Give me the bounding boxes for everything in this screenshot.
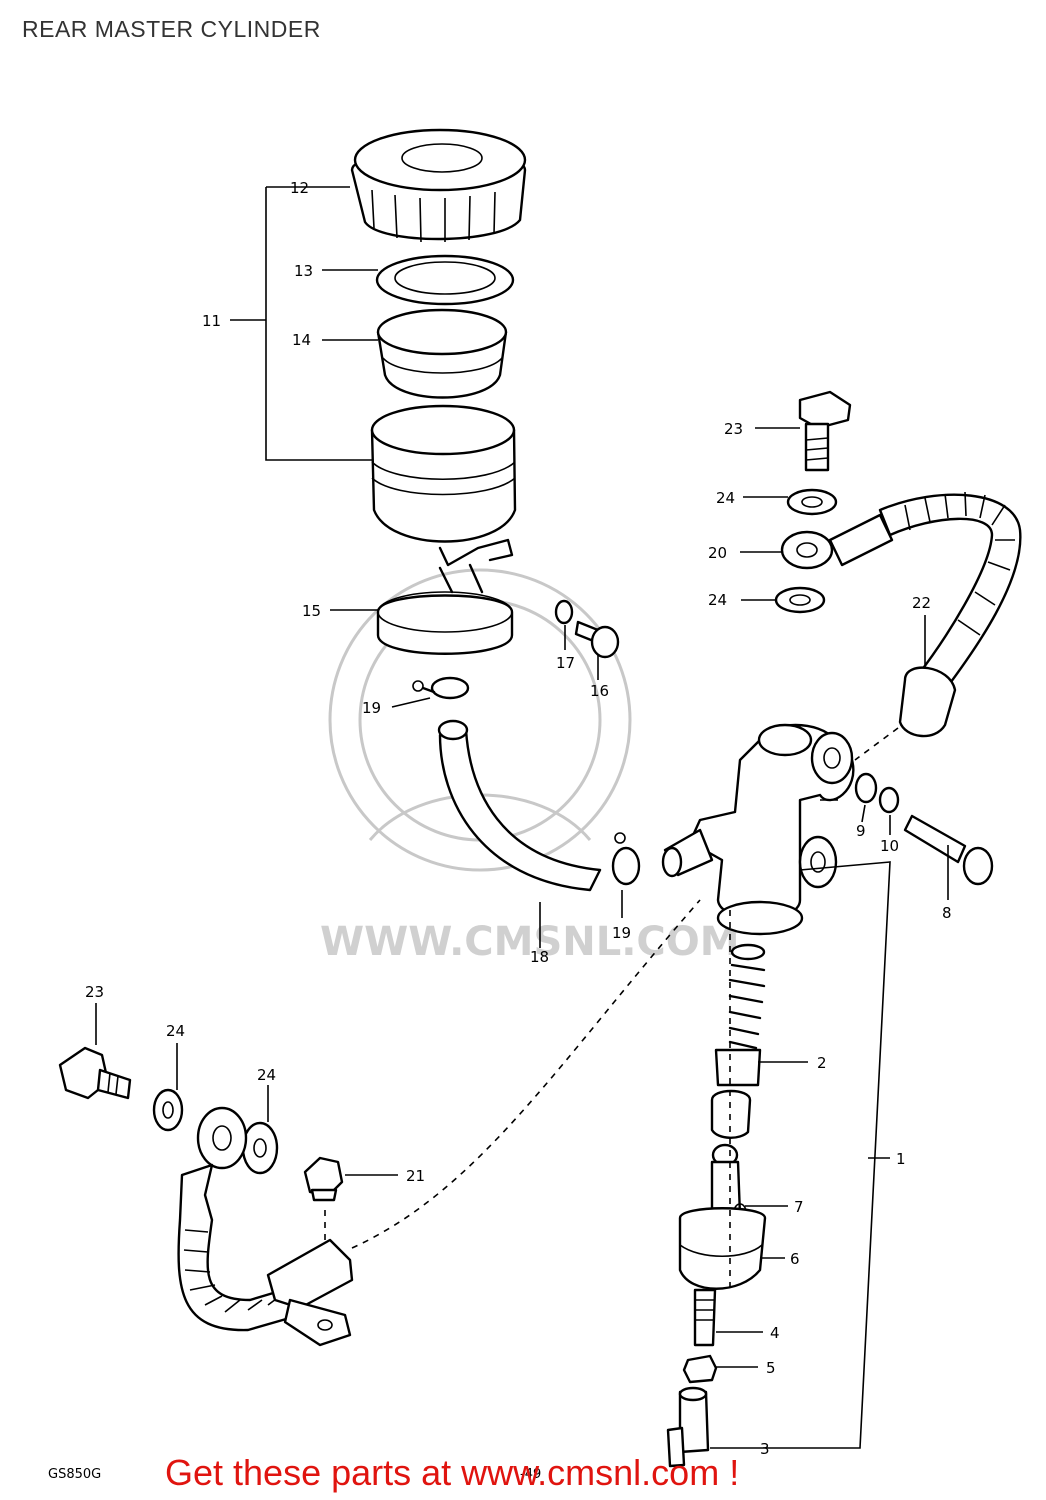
callout-1: 1: [896, 1150, 906, 1168]
part-22-upper-brake-hose: [878, 491, 1022, 738]
callout-24-c: 24: [166, 1022, 185, 1040]
part-15-bracket-band: [376, 563, 514, 655]
part-11-reservoir-body: [370, 404, 517, 567]
part-14-diaphragm: [376, 308, 508, 399]
callout-10: 10: [880, 837, 899, 855]
part-12-reservoir-cap: [350, 128, 527, 243]
part-2-piston-cup: [710, 1048, 762, 1139]
callout-20: 20: [708, 544, 727, 562]
part-19-clamp-upper: [412, 676, 470, 700]
part-8-mounting-bolt: [903, 814, 994, 886]
callout-7: 7: [794, 1198, 804, 1216]
part-9-washer: [854, 772, 878, 804]
callout-24-d: 24: [257, 1066, 276, 1084]
callout-5: 5: [766, 1359, 776, 1377]
callout-16: 16: [590, 682, 609, 700]
part-3-clevis: [666, 1386, 710, 1468]
callout-8: 8: [942, 904, 952, 922]
watermark-text: WWW.CMSNL.COM: [320, 919, 740, 965]
callout-18: 18: [530, 948, 549, 966]
callout-22: 22: [912, 594, 931, 612]
callout-labels: 12 13 14 11 15 17 16 19 18 19 23 24 20 2…: [85, 179, 952, 1458]
callout-19-lower: 19: [612, 924, 631, 942]
callout-23-lower: 23: [85, 983, 104, 1001]
callout-24-b: 24: [708, 591, 727, 609]
callout-15: 15: [302, 602, 321, 620]
page-number: -49: [520, 1467, 541, 1482]
part-19-clamp-lower: [611, 832, 641, 886]
buy-parts-link[interactable]: Get these parts at www.cmsnl.com !: [165, 1452, 740, 1493]
part-17-washer: [554, 599, 574, 625]
hose-routing-line: [351, 899, 701, 1249]
part-13-diaphragm-plate: [375, 254, 515, 306]
part-23-banjo-bolt-lower: [58, 1046, 132, 1100]
part-24-washer-c: [152, 1088, 184, 1132]
callout-23-upper: 23: [724, 420, 743, 438]
callout-13: 13: [294, 262, 313, 280]
part-5-nut: [682, 1354, 718, 1384]
callout-12: 12: [290, 179, 309, 197]
callout-21: 21: [406, 1167, 425, 1185]
callout-14: 14: [292, 331, 311, 349]
callout-6: 6: [790, 1250, 800, 1268]
part-1-master-cylinder-body: [661, 723, 855, 936]
part-7-piston: [710, 1143, 747, 1221]
part-24-washer-b: [774, 586, 826, 614]
spring: [728, 943, 766, 1050]
part-24-washer-d: [241, 1121, 279, 1175]
part-4-push-rod: [693, 1288, 717, 1347]
part-21-lower-brake-hose: [177, 1106, 354, 1347]
callout-4: 4: [770, 1324, 780, 1342]
part-6-boot: [678, 1207, 767, 1290]
part-24-washer-a: [786, 488, 838, 516]
part-10-washer: [878, 786, 900, 814]
callout-9: 9: [856, 822, 866, 840]
page-title: REAR MASTER CYLINDER: [22, 16, 321, 42]
part-20-banjo-fitting: [780, 513, 894, 570]
part-16-bolt: [574, 620, 620, 659]
callout-24-a: 24: [716, 489, 735, 507]
callout-19-upper: 19: [362, 699, 381, 717]
callout-17: 17: [556, 654, 575, 672]
model-code: GS850G: [48, 1467, 101, 1482]
part-18-reservoir-hose: [437, 719, 602, 892]
callout-2: 2: [817, 1054, 827, 1072]
leader-lines: [95, 186, 949, 1449]
callout-3: 3: [760, 1440, 770, 1458]
part-23-banjo-bolt-upper: [798, 390, 852, 472]
callout-11: 11: [202, 312, 221, 330]
